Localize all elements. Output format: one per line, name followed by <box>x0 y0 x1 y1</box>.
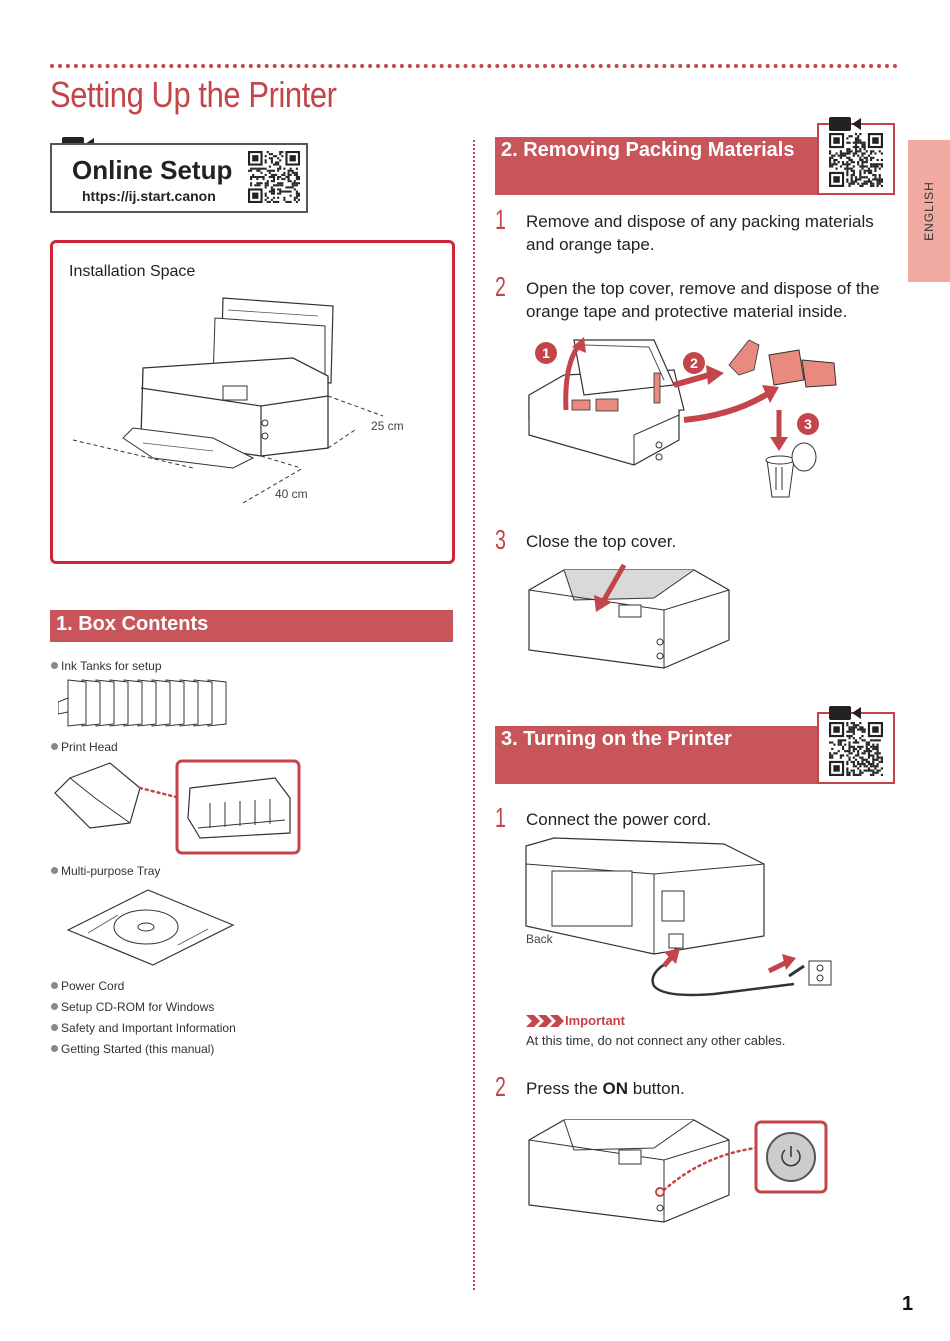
language-tab-label: ENGLISH <box>922 181 936 241</box>
top-dotted-rule <box>50 64 898 72</box>
box-contents-heading: 1. Box Contents <box>50 610 453 642</box>
power-cord-illustration <box>525 837 832 997</box>
power-heading: 3. Turning on the Printer <box>495 726 825 784</box>
bullet-icon <box>51 1045 58 1052</box>
list-item: Safety and Important Information <box>51 1021 236 1035</box>
step-text: Open the top cover, remove and dispose o… <box>526 279 880 321</box>
step-number: 2 <box>495 1071 506 1102</box>
dimension-side-label: 25 cm <box>371 419 404 433</box>
list-item: Power Cord <box>51 979 124 993</box>
online-setup-box[interactable]: Online Setup https://ij.start.canon <box>50 143 308 213</box>
bullet-icon <box>51 662 58 669</box>
dimension-front-label: 40 cm <box>275 487 308 501</box>
step-text: Remove and dispose of any packing materi… <box>526 212 874 254</box>
bullet-icon <box>51 1003 58 1010</box>
column-divider <box>473 140 475 1290</box>
printer-installation-illustration <box>72 297 384 504</box>
remove-packing-illustration: 1 2 3 <box>528 337 837 498</box>
step-text: Close the top cover. <box>526 532 677 551</box>
qr-code-icon <box>829 722 883 776</box>
list-item: Getting Started (this manual) <box>51 1042 214 1056</box>
ink-tanks-illustration <box>58 679 227 727</box>
bullet-icon <box>51 743 58 750</box>
page-title: Setting Up the Printer <box>50 74 337 115</box>
language-tab: ENGLISH <box>908 140 950 282</box>
callout-3: 3 <box>804 416 812 432</box>
step-number: 2 <box>495 271 506 302</box>
callout-1: 1 <box>542 345 550 361</box>
list-item: Multi-purpose Tray <box>51 864 160 878</box>
on-button-label: ON <box>602 1079 629 1098</box>
step-text: Press the ON button. <box>526 1079 685 1098</box>
power-qr-frame[interactable] <box>817 712 895 784</box>
bullet-icon <box>51 1024 58 1031</box>
back-label: Back <box>526 932 553 946</box>
online-setup-title: Online Setup <box>72 155 233 185</box>
installation-space-box: Installation Space 25 cm 40 cm <box>50 240 455 564</box>
press-on-button-illustration <box>528 1119 828 1223</box>
qr-code-icon <box>248 151 300 203</box>
important-chevrons-icon <box>526 1015 564 1027</box>
important-text: At this time, do not connect any other c… <box>526 1033 786 1048</box>
step-text: Connect the power cord. <box>526 810 712 829</box>
list-item: Ink Tanks for setup <box>51 659 162 673</box>
step-number: 1 <box>495 204 506 235</box>
callout-2: 2 <box>690 355 698 371</box>
important-label: Important <box>565 1013 625 1028</box>
list-item: Print Head <box>51 740 118 754</box>
list-item: Setup CD-ROM for Windows <box>51 1000 214 1014</box>
video-camera-icon <box>829 117 861 131</box>
qr-code-icon <box>829 133 883 187</box>
page-number: 1 <box>902 1293 914 1315</box>
packing-qr-frame[interactable] <box>817 123 895 195</box>
installation-space-label: Installation Space <box>69 263 196 280</box>
packing-heading: 2. Removing Packing Materials <box>495 137 825 195</box>
bullet-icon <box>51 982 58 989</box>
close-cover-illustration <box>528 563 730 669</box>
step-number: 3 <box>495 524 506 555</box>
step-number: 1 <box>495 802 506 833</box>
multi-purpose-tray-illustration <box>66 889 235 966</box>
print-head-illustration <box>54 759 301 855</box>
online-setup-url[interactable]: https://ij.start.canon <box>82 188 216 204</box>
video-camera-icon <box>829 706 861 720</box>
bullet-icon <box>51 867 58 874</box>
